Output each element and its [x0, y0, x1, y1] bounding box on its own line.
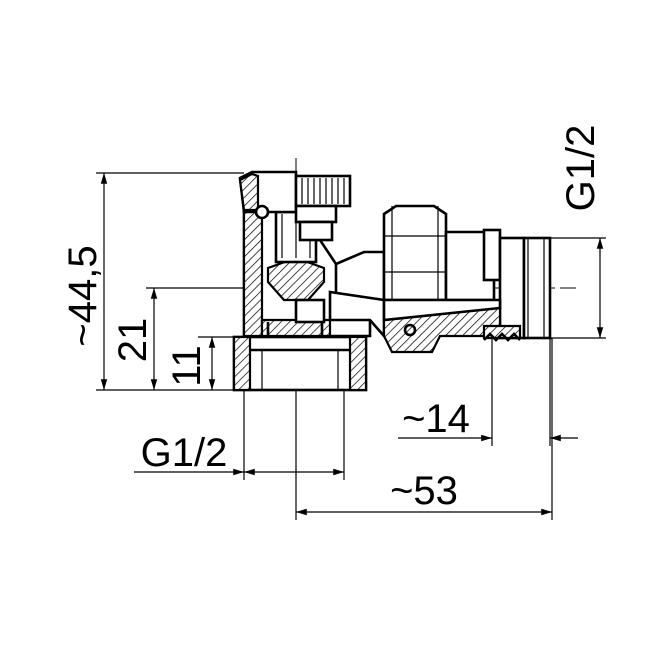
- dim-thread-bottom: G1/2: [141, 431, 228, 475]
- dim-length-tail: ~14: [402, 397, 470, 441]
- dim-thread-side: G1/2: [559, 125, 603, 212]
- dimension-texts: ~44,5 21 11 G1/2 G1/2 ~14 ~53: [61, 125, 603, 513]
- dim-height-inlet: 11: [165, 345, 209, 387]
- valve-body: [232, 170, 552, 392]
- dim-height-overall: ~44,5: [61, 245, 105, 346]
- tail-teeth: [483, 332, 521, 342]
- dim-length-overall: ~53: [390, 469, 458, 513]
- knurled-cap: [301, 178, 345, 204]
- dim-height-axis: 21: [111, 318, 155, 363]
- dimension-lines: [96, 172, 606, 520]
